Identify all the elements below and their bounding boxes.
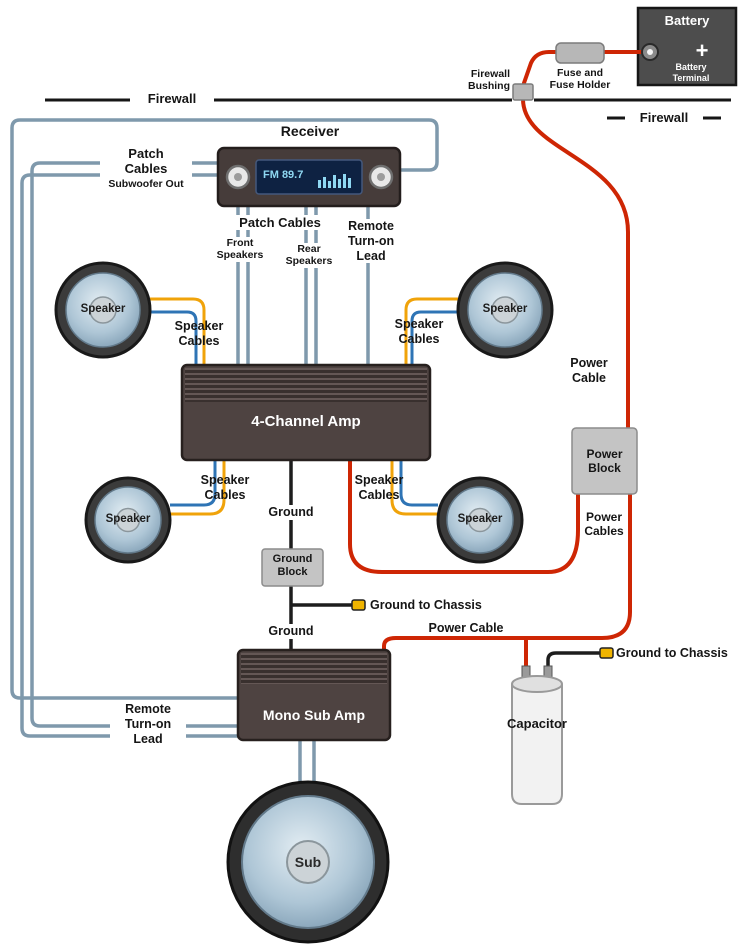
label-firewall-bushing: Firewall Bushing	[468, 68, 510, 93]
label-firewall-left: Firewall	[130, 91, 214, 107]
four-channel-amp	[180, 363, 432, 462]
label-speaker-cables-ul: Speaker Cables	[174, 319, 224, 348]
speaker-wires-blue	[150, 310, 458, 507]
main-power-wire	[521, 97, 630, 430]
label-battery: Battery	[664, 13, 710, 28]
label-ground-bottom: Ground	[256, 624, 326, 639]
capacitor-ground-wire	[546, 651, 600, 670]
label-fuse-holder: Fuse and Fuse Holder	[549, 67, 611, 92]
signal-wires	[10, 118, 439, 800]
capacitor	[511, 665, 563, 805]
label-power-cables: Power Cables	[584, 510, 624, 539]
amp-heatsink-fins	[185, 368, 427, 402]
label-power-block: Power Block	[586, 447, 623, 476]
label-speaker-ul: Speaker	[80, 303, 126, 315]
label-subwoofer-out: Subwoofer Out	[88, 178, 204, 191]
amp-heatsink-fins	[241, 653, 387, 684]
remote-turn-on-wire	[10, 118, 439, 700]
speaker-front-right	[456, 261, 554, 359]
label-ground-to-chassis-mid: Ground to Chassis	[370, 598, 482, 612]
label-power-cable-right: Power Cable	[570, 356, 608, 385]
label-patch-cables-left: Patch Cables	[100, 146, 192, 177]
label-receiver: Receiver	[280, 123, 340, 139]
equalizer-bars-icon	[318, 174, 351, 188]
label-ground-block: Ground Block	[272, 553, 313, 578]
speaker-wires-yellow	[150, 297, 458, 516]
label-remote-turn-on-left: Remote Turn-on Lead	[110, 702, 186, 747]
label-capacitor: Capacitor	[507, 716, 567, 731]
label-battery-terminal: Battery Terminal	[672, 62, 710, 83]
label-speaker-ll: Speaker	[105, 513, 151, 525]
label-speaker-lr: Speaker	[457, 513, 503, 525]
receiver	[216, 146, 402, 208]
ground-wires	[289, 460, 600, 670]
label-rear-speakers: Rear Speakers	[276, 243, 342, 268]
label-firewall-right: Firewall	[639, 110, 689, 125]
fuse-holder	[555, 42, 605, 64]
ground-block	[261, 548, 324, 587]
subwoofer-patch-wire	[20, 173, 238, 738]
label-speaker-cables-ll: Speaker Cables	[200, 473, 250, 502]
subwoofer	[226, 780, 390, 944]
subwoofer-patch-wire	[30, 161, 238, 728]
power-wires	[348, 50, 653, 672]
firewall-bushing	[512, 83, 534, 101]
mono-sub-amp	[236, 648, 392, 742]
battery-terminal-icon	[641, 43, 659, 61]
speaker-rear-left	[84, 476, 172, 564]
receiver-display-text: FM 89.7	[263, 169, 304, 181]
label-speaker-ur: Speaker	[482, 303, 528, 315]
speaker-rear-right	[436, 476, 524, 564]
label-power-cable-bottom: Power Cable	[428, 621, 504, 635]
chassis-terminal-icon	[351, 599, 366, 611]
label-ground-to-chassis-right: Ground to Chassis	[616, 646, 728, 660]
label-mono-sub-amp: Mono Sub Amp	[262, 707, 366, 723]
firewall-line	[45, 98, 731, 120]
chassis-terminal-icon	[599, 647, 614, 659]
battery-power-wire	[522, 50, 653, 85]
speaker-front-left	[54, 261, 152, 359]
label-speaker-cables-lr: Speaker Cables	[354, 473, 404, 502]
label-four-channel-amp: 4-Channel Amp	[251, 413, 361, 430]
sub-amp-power-wire	[382, 492, 632, 654]
power-block	[571, 427, 638, 495]
amp-power-wire	[348, 459, 580, 574]
label-front-speakers: Front Speakers	[206, 237, 274, 262]
label-ground-top: Ground	[256, 505, 326, 520]
label-battery-plus: +	[695, 38, 709, 63]
label-speaker-cables-ur: Speaker Cables	[394, 317, 444, 346]
label-patch-cables-center: Patch Cables	[228, 215, 332, 231]
label-remote-turn-on-top: Remote Turn-on Lead	[338, 219, 404, 264]
label-sub: Sub	[294, 854, 322, 870]
